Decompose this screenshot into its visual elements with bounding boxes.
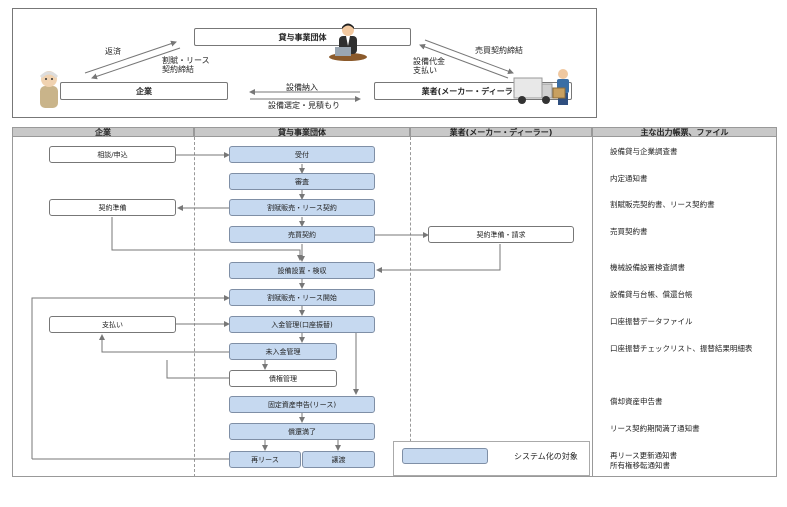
lane-header-outputs: 主な出力帳票、ファイル: [592, 127, 777, 137]
businessman-laptop-icon: [327, 20, 369, 62]
step-claims-management: 債権管理: [229, 370, 337, 387]
legend-label: システム化の対象: [514, 452, 578, 461]
step-installment-start: 割賦販売・リース開始: [229, 289, 375, 306]
label-equipment-payment: 設備代金 支払い: [413, 57, 445, 76]
step-payment: 支払い: [49, 316, 176, 333]
output-item: 設備貸与企業調査書: [610, 147, 678, 156]
step-fixed-asset-report: 固定資産申告(リース): [229, 396, 375, 413]
lane-header-company: 企業: [12, 127, 194, 137]
step-purchase-contract: 売買契約: [229, 226, 375, 243]
label-selection: 設備選定・見積もり: [268, 101, 340, 110]
output-item: 口座振替チェックリスト、振替結果明細表: [610, 344, 753, 353]
lane-header-vendor: 業者(メーカー・ディーラー): [410, 127, 592, 137]
output-item: 設備貸与台帳、償還台帳: [610, 290, 693, 299]
delivery-truck-worker-icon: [512, 66, 576, 108]
overview-frame: [12, 8, 597, 118]
lane-divider: [410, 137, 411, 477]
output-item: 償却資産申告書: [610, 397, 663, 406]
step-installment-lease-contract: 割賦販売・リース契約: [229, 199, 375, 216]
step-re-lease: 再リース: [229, 451, 301, 468]
output-item: 割賦販売契約書、リース契約書: [610, 200, 715, 209]
step-repayment-complete: 償還満了: [229, 423, 375, 440]
output-item: 機械設備設置検査調書: [610, 263, 685, 272]
label-delivery: 設備納入: [286, 83, 318, 92]
output-item: 口座振替データファイル: [610, 317, 693, 326]
step-contract-prep-company: 契約準備: [49, 199, 176, 216]
lane-header-association: 貸与事業団体: [194, 127, 410, 137]
step-install-inspect: 設備設置・検収: [229, 262, 375, 279]
output-item: 売買契約書: [610, 227, 648, 236]
lane-divider: [592, 137, 593, 477]
step-receipt-management: 入金管理(口座振替): [229, 316, 375, 333]
label-repayment: 返済: [105, 47, 121, 56]
elderly-man-icon: [35, 68, 63, 108]
entity-company: 企業: [60, 82, 228, 100]
step-accept: 受付: [229, 146, 375, 163]
label-sales-contract: 売買契約締結: [475, 46, 523, 55]
label-lease-contract: 割賦・リース 契約締結: [162, 56, 210, 75]
output-item: リース契約期間満了通知書: [610, 424, 700, 433]
step-contract-prep-vendor: 契約準備・請求: [428, 226, 574, 243]
lane-divider: [194, 137, 195, 477]
legend-swatch: [402, 448, 488, 464]
step-consult: 相談/申込: [49, 146, 176, 163]
step-review: 審査: [229, 173, 375, 190]
step-unpaid-management: 未入金管理: [229, 343, 337, 360]
output-item: 内定通知書: [610, 174, 648, 183]
output-item: 再リース更新通知書 所有権移転通知書: [610, 451, 678, 470]
step-transfer: 譲渡: [302, 451, 375, 468]
